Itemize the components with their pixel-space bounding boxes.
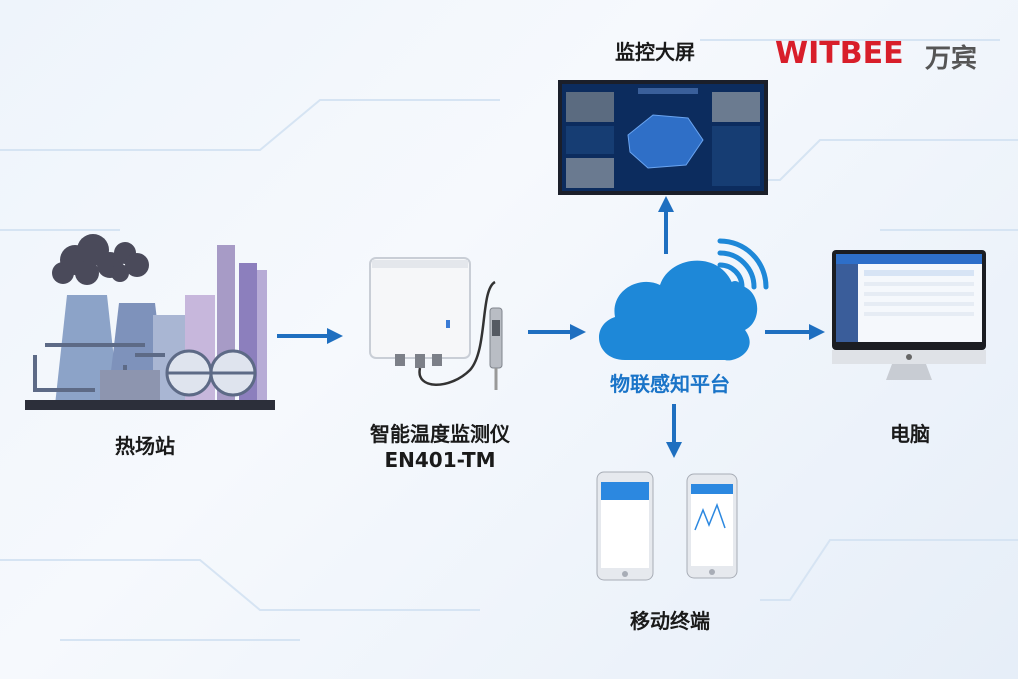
device-name-label: 智能温度监测仪 — [370, 422, 510, 446]
mobile-phones-icon — [596, 471, 738, 581]
big-screen-label: 监控大屏 — [615, 40, 695, 64]
arrow-to-computer — [765, 324, 825, 340]
computer-label: 电脑 — [890, 422, 930, 446]
temperature-monitor-device-icon — [369, 257, 503, 390]
mobile-label: 移动终端 — [630, 609, 710, 633]
arrow-to-mobile — [666, 404, 682, 458]
cloud-platform-icon — [598, 238, 769, 361]
arrow-to-device — [277, 328, 343, 344]
heat-station-icon — [25, 234, 275, 410]
heat-station-label: 热场站 — [115, 434, 175, 458]
brand-name-en: WITBEE — [775, 36, 904, 71]
device-model-label: EN401-TM — [384, 448, 496, 472]
computer-icon — [832, 250, 986, 380]
brand-name-cn: 万宾 — [925, 44, 978, 74]
arrow-to-big-screen — [658, 196, 674, 254]
brand-logo: WITBEE 万宾 — [775, 36, 990, 74]
big-screen-icon — [558, 80, 768, 195]
platform-label: 物联感知平台 — [610, 372, 730, 396]
arrow-to-platform — [528, 324, 586, 340]
